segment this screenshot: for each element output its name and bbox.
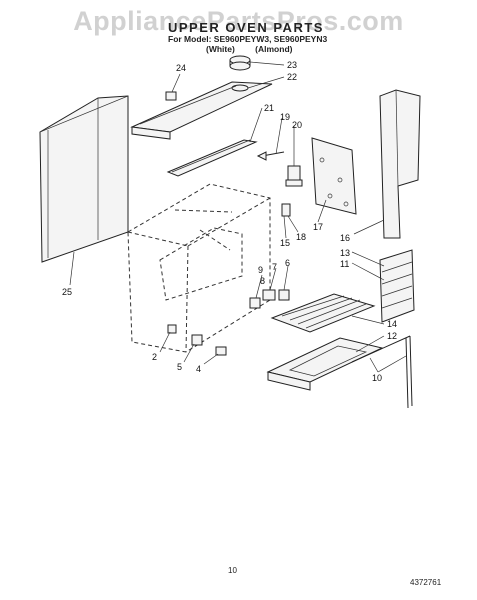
part-18-terminal-block — [281, 203, 291, 217]
callout-24: 24 — [176, 63, 186, 73]
part-21-rail — [166, 139, 258, 177]
page-number: 10 — [228, 566, 237, 575]
callout-2: 2 — [152, 352, 157, 362]
callout-19: 19 — [280, 112, 290, 122]
leader-lines — [69, 61, 407, 373]
callout-9: 9 — [258, 265, 263, 275]
callout-23: 23 — [287, 60, 297, 70]
callout-11: 11 — [340, 259, 349, 269]
color-variants: (White) (Almond) — [206, 44, 310, 54]
part-14-oven-rack — [270, 293, 376, 333]
callout-7: 7 — [272, 262, 277, 272]
callout-15: 15 — [280, 238, 290, 248]
callout-6: 6 — [285, 258, 290, 268]
variant-white: (White) — [206, 44, 235, 54]
callout-20: 20 — [292, 120, 302, 130]
part-25-side-panel — [39, 95, 129, 263]
callout-12: 12 — [387, 331, 397, 341]
callout-22: 22 — [287, 72, 297, 82]
part-24-clip — [165, 91, 177, 101]
part-19-sensor — [256, 151, 285, 161]
parts-2-4-5-hardware — [167, 324, 227, 356]
part-17-bracket — [311, 137, 357, 215]
callout-16: 16 — [340, 233, 350, 243]
part-22-vent-duct — [130, 81, 273, 140]
callout-5: 5 — [177, 362, 182, 372]
diagram-title: UPPER OVEN PARTS — [168, 20, 324, 35]
part-13-11-rack-supports — [379, 249, 415, 323]
variant-almond: (Almond) — [255, 44, 293, 54]
callout-17: 17 — [313, 222, 323, 232]
callout-4: 4 — [196, 364, 201, 374]
part-16-side-panel — [379, 89, 421, 239]
oven-cavity-outline — [127, 183, 271, 353]
callout-13: 13 — [340, 248, 350, 258]
part-20-thermostat — [285, 165, 303, 187]
callout-18: 18 — [296, 232, 306, 242]
watermark: AppliancePartsPros.com — [73, 6, 404, 36]
callout-10: 10 — [372, 373, 382, 383]
part-10-rack-guides — [351, 335, 413, 409]
callout-21: 21 — [264, 103, 274, 113]
parts-6-7-8-small-hardware — [249, 289, 290, 309]
callout-8: 8 — [260, 276, 265, 286]
model-line: For Model: SE960PEYW3, SE960PEYN3 — [168, 34, 328, 44]
part-12-broiler-pan — [266, 337, 384, 391]
callout-25: 25 — [62, 287, 72, 297]
callout-numbers: 23 22 24 21 19 20 17 18 15 16 13 11 25 9… — [62, 60, 397, 383]
part-23-vent-cap — [229, 55, 251, 71]
callout-14: 14 — [387, 319, 397, 329]
document-number: 4372761 — [410, 578, 442, 587]
